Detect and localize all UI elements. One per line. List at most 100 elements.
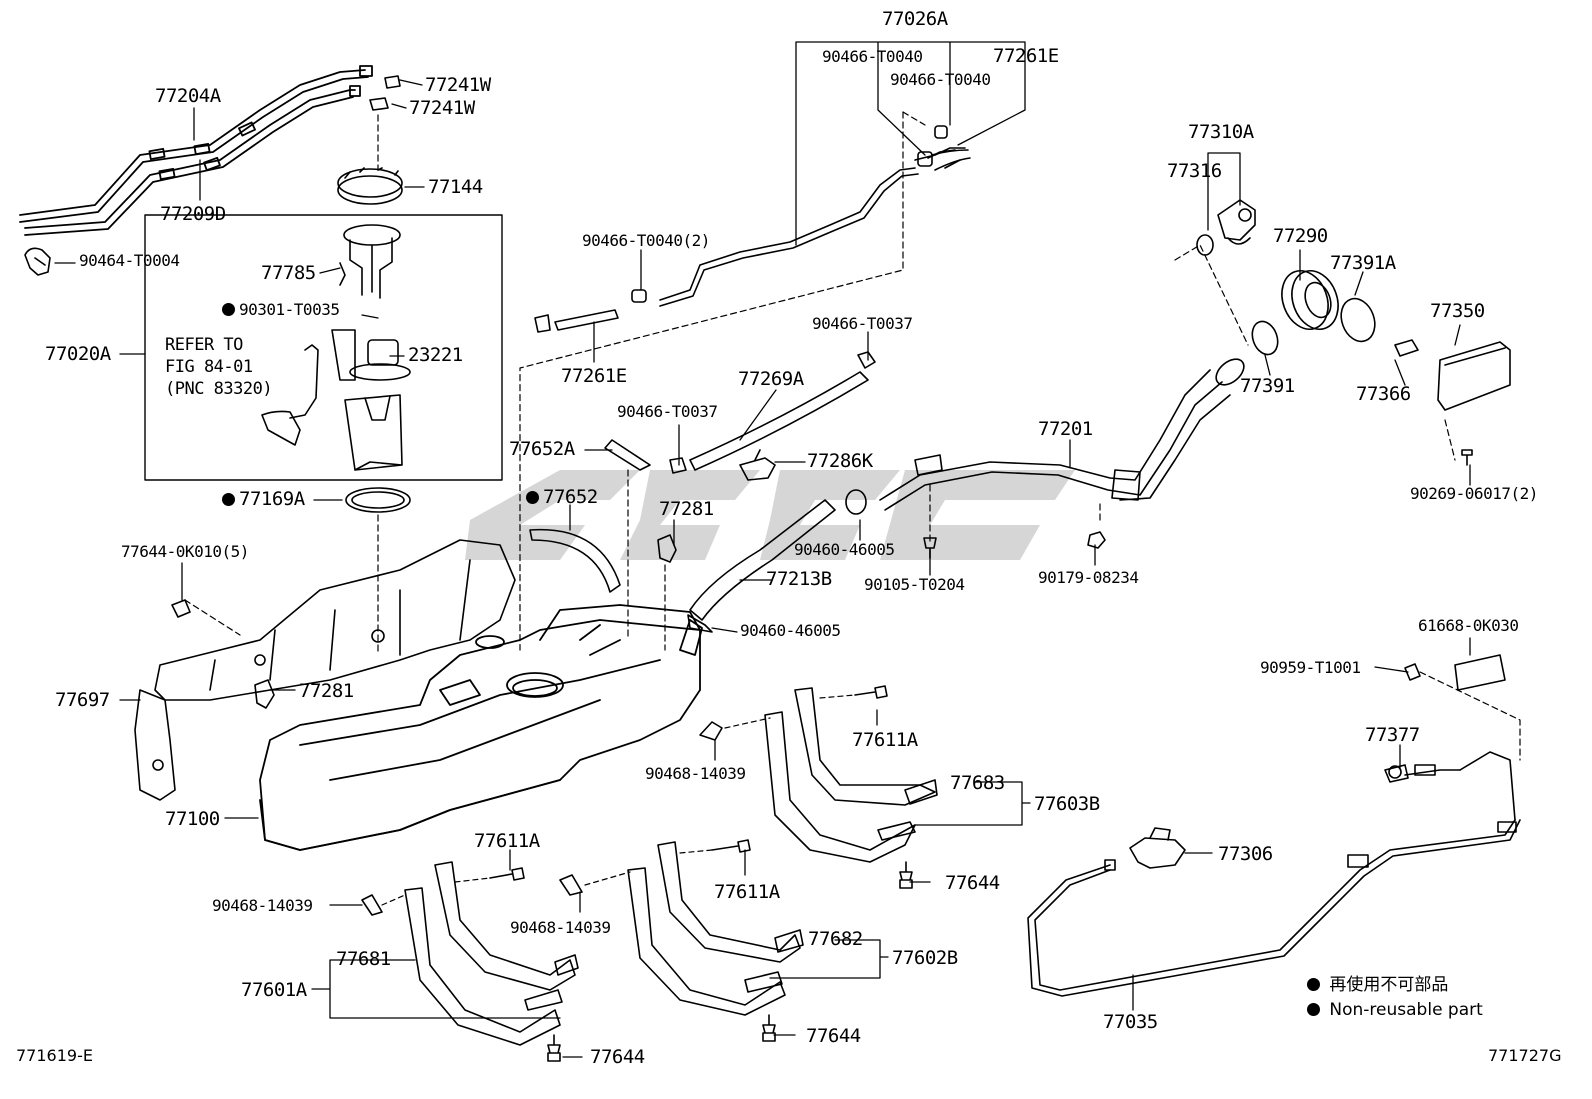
label-77204a: 77204A xyxy=(155,85,221,107)
clip-77281-a-icon xyxy=(657,534,677,563)
label-plate-61668-icon xyxy=(1454,654,1506,691)
label-77785: 77785 xyxy=(261,262,316,284)
label-90468-14039-a: 90468-14039 xyxy=(645,764,746,783)
label-77652a: 77652A xyxy=(509,438,575,460)
fuel-lid-77350-icon xyxy=(1437,341,1511,411)
label-90468-14039-b: 90468-14039 xyxy=(212,896,313,915)
nut-90179-icon xyxy=(1087,531,1106,549)
evap-line-77026a-icon xyxy=(631,125,971,307)
fuel-lines xyxy=(19,65,373,236)
clip-90959-icon xyxy=(1404,663,1421,681)
clip-90464-icon xyxy=(24,247,51,276)
hose-77652-icon xyxy=(529,528,621,593)
label-61668-0k030: 61668-0K030 xyxy=(1418,616,1519,635)
opener-77377-icon xyxy=(1384,764,1409,783)
label-90301-t0035: 90301-T0035 xyxy=(222,302,340,318)
label-77602b: 77602B xyxy=(892,947,958,969)
label-77100: 77100 xyxy=(165,808,220,830)
label-77644-a: 77644 xyxy=(945,872,1000,894)
fuel-pump-assembly-icon xyxy=(261,224,411,471)
label-77286k: 77286K xyxy=(807,450,873,472)
fuel-tank-77100-icon xyxy=(259,604,703,851)
label-77241w-a: 77241W xyxy=(425,74,491,96)
label-77377: 77377 xyxy=(1365,724,1420,746)
label-77026a: 77026A xyxy=(882,8,948,30)
label-77603b: 77603B xyxy=(1034,793,1100,815)
label-77611a-b: 77611A xyxy=(474,830,540,852)
label-77201: 77201 xyxy=(1038,418,1093,440)
clip-90468-b-icon xyxy=(361,894,383,916)
bolt-77644-c-icon xyxy=(762,1014,776,1042)
protector-77652a-icon xyxy=(604,439,651,471)
label-77169a: 77169A xyxy=(222,490,305,509)
label-77644-0k010-5: 77644-0K010(5) xyxy=(121,542,249,561)
clamp-90460-a-icon xyxy=(845,489,867,515)
hinge-77366-icon xyxy=(1394,339,1419,357)
strap-77601a-icon xyxy=(404,861,579,1046)
bolt-90105-icon xyxy=(923,537,937,559)
label-77652: 77652 xyxy=(526,488,598,507)
bolt-77611a-icon xyxy=(489,685,888,881)
label-90466-t0037-a: 90466-T0037 xyxy=(812,314,913,333)
clip-90468-a-icon xyxy=(699,721,723,741)
label-77644-b: 77644 xyxy=(590,1046,645,1068)
legend-jp: 再使用不可部品 xyxy=(1307,977,1448,994)
watermark-logo xyxy=(465,470,1075,560)
label-77391: 77391 xyxy=(1240,375,1295,397)
clip-90468-c-icon xyxy=(559,874,583,896)
label-77281-b: 77281 xyxy=(299,680,354,702)
label-90179-08234: 90179-08234 xyxy=(1038,568,1139,587)
non-reusable-dot xyxy=(222,303,235,316)
hose-77269a-icon xyxy=(669,351,876,474)
label-77261e-mid: 77261E xyxy=(561,365,627,387)
label-ref-note: REFER TO FIG 84-01 (PNC 83320) xyxy=(165,335,273,399)
non-reusable-dot xyxy=(222,493,235,506)
strap-77602b-icon xyxy=(627,841,804,1016)
gasket-77316-icon xyxy=(1196,234,1214,256)
label-77144: 77144 xyxy=(428,176,483,198)
label-77366: 77366 xyxy=(1356,383,1411,405)
label-90105-t0204: 90105-T0204 xyxy=(864,575,965,594)
figure-code-left: 771619-E xyxy=(16,1046,93,1065)
bolt-77644-b-icon xyxy=(547,1034,561,1062)
fuel-cap-77310a-icon xyxy=(1217,199,1256,245)
label-90468-14039-c: 90468-14039 xyxy=(510,918,611,937)
label-77316: 77316 xyxy=(1167,160,1222,182)
clip-77241w-b-icon xyxy=(369,97,389,111)
opener-lever-77306-icon xyxy=(1129,827,1186,869)
opener-cable-77035-icon xyxy=(1027,751,1521,997)
protector-77697-icon xyxy=(134,539,516,801)
label-77020a: 77020A xyxy=(45,343,111,365)
label-77682: 77682 xyxy=(808,928,863,950)
label-77310a: 77310A xyxy=(1188,121,1254,143)
label-77350: 77350 xyxy=(1430,300,1485,322)
label-77213b: 77213B xyxy=(766,568,832,590)
non-reusable-dot xyxy=(1307,978,1320,991)
clip-77241w-a-icon xyxy=(384,75,401,89)
label-77035: 77035 xyxy=(1103,1011,1158,1033)
lock-ring-77144-icon xyxy=(337,167,403,205)
label-77290: 77290 xyxy=(1273,225,1328,247)
clip-77281-b-icon xyxy=(254,679,275,709)
non-reusable-dot xyxy=(1307,1003,1320,1016)
label-77269a: 77269A xyxy=(738,368,804,390)
label-77611a-a: 77611A xyxy=(852,729,918,751)
label-90466-t0037-b: 90466-T0037 xyxy=(617,402,718,421)
label-77391a: 77391A xyxy=(1330,252,1396,274)
gasket-77169a-icon xyxy=(345,487,411,513)
label-90466-t0040-a: 90466-T0040 xyxy=(822,47,923,66)
label-23221: 23221 xyxy=(408,344,463,366)
strap-77603b-icon xyxy=(764,687,938,863)
label-90460-46005-b: 90460-46005 xyxy=(740,621,841,640)
label-77261e-top: 77261E xyxy=(993,45,1059,67)
label-77209d: 77209D xyxy=(160,203,226,225)
clip-77644-0k010-icon xyxy=(171,599,191,618)
label-90269-06017-2: 90269-06017(2) xyxy=(1410,484,1538,503)
label-90464-t0004: 90464-T0004 xyxy=(79,251,180,270)
inlet-box-77290-icon xyxy=(1281,270,1339,330)
non-reusable-dot xyxy=(526,491,539,504)
label-90460-46005-a: 90460-46005 xyxy=(794,540,895,559)
leader-lines xyxy=(54,41,1471,1058)
label-77601a: 77601A xyxy=(241,979,307,1001)
legend-en: Non-reusable part xyxy=(1307,1002,1483,1019)
